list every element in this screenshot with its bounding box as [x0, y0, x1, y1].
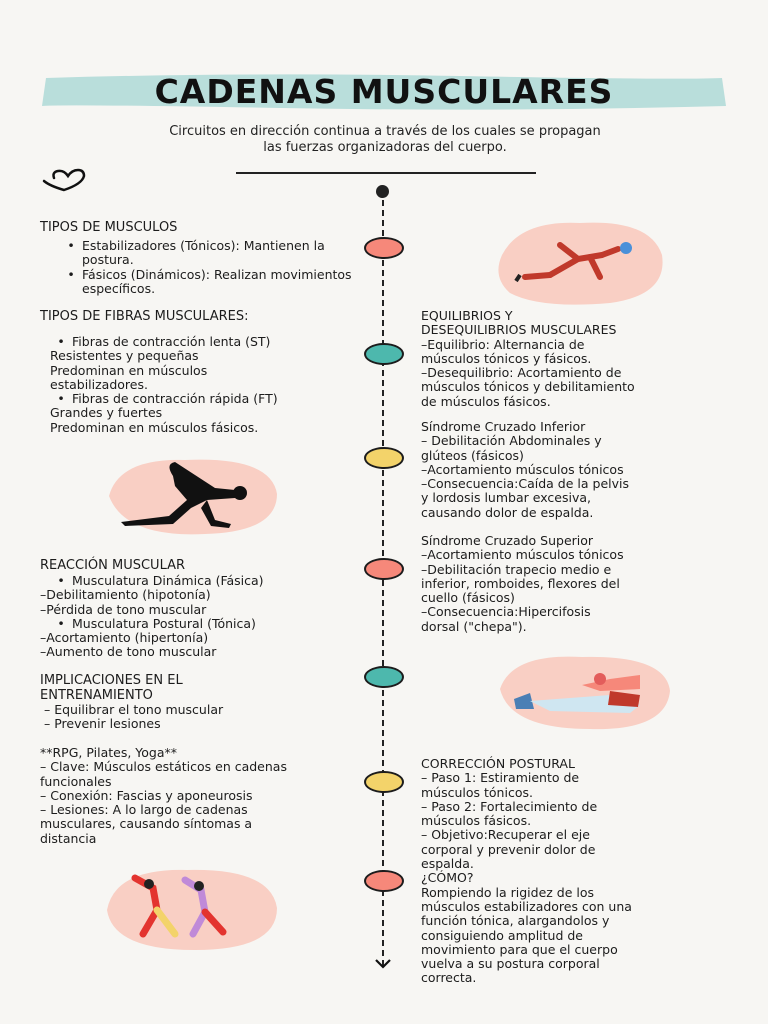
subtitle-underline: [236, 172, 536, 174]
text-line: función tónica, alargandolos y: [421, 913, 610, 929]
list-item: Musculatura Dinámica (Fásica): [40, 573, 370, 588]
correccion-postural-section: CORRECCIÓN POSTURAL – Paso 1: Estiramien…: [421, 756, 721, 986]
reaccion-body: Musculatura Dinámica (Fásica) –Debilitam…: [40, 573, 370, 660]
list-item: Fibras de contracción lenta (ST): [50, 334, 370, 349]
text-line: ¿CÓMO?: [421, 870, 474, 886]
text-line: – Conexión: Fascias y aponeurosis: [40, 787, 253, 803]
timeline-node: [364, 447, 404, 469]
text-line: de músculos fásicos.: [421, 393, 551, 409]
exercise-people-illustration: [107, 869, 277, 950]
text-line: movimiento para que el cuerpo: [421, 941, 618, 957]
runner-illustration: [498, 222, 663, 305]
text-line: vuelva a su postura corporal: [421, 956, 600, 972]
text-line: –Debilitamiento (hipotonía): [40, 587, 211, 603]
text-line: – Debilitación Abdominales y: [421, 433, 602, 449]
text-line: –Equilibrio: Alternancia de: [421, 336, 585, 352]
sindrome-superior-section: Síndrome Cruzado Superior –Acortamiento …: [421, 533, 711, 634]
section-heading-tipos-fibras: TIPOS DE FIBRAS MUSCULARES:: [40, 309, 249, 324]
heading-line: ENTRENAMIENTO: [40, 687, 153, 703]
text-line: dorsal ("chepa").: [421, 618, 527, 634]
equilibrios-section: EQUILIBRIOS Y DESEQUILIBRIOS MUSCULARES …: [421, 308, 711, 409]
text-line: correcta.: [421, 970, 477, 986]
text-line: músculos tónicos y fásicos.: [421, 350, 592, 366]
tipos-musculos-list: Estabilizadores (Tónicos): Mantienen la …: [60, 238, 360, 297]
list-item: Estabilizadores (Tónicos): Mantienen la …: [60, 238, 360, 268]
text-line: Resistentes y pequeñas: [50, 348, 199, 364]
text-line: distancia: [40, 830, 97, 846]
timeline-node: [364, 666, 404, 688]
text-line: –Aumento de tono muscular: [40, 644, 217, 660]
text-line: –Consecuencia:Hipercifosis: [421, 604, 591, 620]
text-line: músculos tónicos y debilitamiento: [421, 379, 635, 395]
text-line: –Acortamiento (hipertonía): [40, 630, 209, 646]
timeline-node: [364, 558, 404, 580]
list-item: Musculatura Postural (Tónica): [40, 616, 370, 631]
heading-line: IMPLICACIONES EN EL: [40, 673, 183, 688]
text-line: inferior, romboides, flexores del: [421, 575, 620, 591]
text-line: Grandes y fuertes: [50, 405, 163, 421]
text-line: corporal y prevenir dolor de: [421, 841, 596, 857]
heading-line: Síndrome Cruzado Superior: [421, 533, 594, 548]
text-line: –Pérdida de tono muscular: [40, 601, 207, 617]
list-item: Fásicos (Dinámicos): Realizan movimiento…: [60, 267, 360, 297]
yoga-pose-illustration: [109, 459, 277, 535]
text-line: glúteos (fásicos): [421, 447, 524, 463]
list-item: Fibras de contracción rápida (FT): [50, 392, 370, 406]
heading-line: DESEQUILIBRIOS MUSCULARES: [421, 322, 617, 338]
rpg-heading: **RPG, Pilates, Yoga**: [40, 745, 177, 760]
implicaciones-body: – Equilibrar el tono muscular – Prevenir…: [40, 702, 360, 732]
text-line: músculos estabilizadores con una: [421, 898, 632, 914]
heart-icon: [42, 168, 86, 192]
heading-line: EQUILIBRIOS Y: [421, 308, 513, 323]
text-line: – Paso 2: Fortalecimiento de: [421, 798, 598, 814]
text-line: musculares, causando síntomas a: [40, 816, 253, 832]
text-line: – Lesiones: A lo largo de cadenas: [40, 802, 248, 818]
title-highlight-band: [42, 74, 726, 110]
sindrome-inferior-section: Síndrome Cruzado Inferior – Debilitación…: [421, 419, 711, 520]
stretching-illustration: [500, 656, 670, 730]
text-line: –Consecuencia:Caída de la pelvis: [421, 476, 629, 492]
text-line: –Acortamiento músculos tónicos: [421, 547, 624, 563]
timeline-node: [364, 343, 404, 365]
text-line: – Clave: Músculos estáticos en cadenas: [40, 759, 287, 775]
text-line: espalda.: [421, 856, 474, 872]
page-title: CADENAS MUSCULARES: [154, 72, 614, 111]
heading-line: Síndrome Cruzado Inferior: [421, 419, 586, 434]
section-heading-implicaciones: IMPLICACIONES EN EL ENTRENAMIENTO: [40, 673, 183, 703]
text-line: consiguiendo amplitud de: [421, 927, 583, 943]
text-line: – Equilibrar el tono muscular: [40, 702, 224, 717]
timeline-start-dot: [376, 185, 389, 198]
text-line: músculos fásicos.: [421, 813, 532, 829]
timeline-arrow-icon: [375, 959, 391, 969]
rpg-section: **RPG, Pilates, Yoga** – Clave: Músculos…: [40, 745, 370, 846]
text-line: –Acortamiento músculos tónicos: [421, 461, 624, 477]
text-line: y lordosis lumbar excesiva,: [421, 490, 591, 506]
text-line: Predominan en músculos: [50, 362, 208, 378]
section-heading-reaccion: REACCIÓN MUSCULAR: [40, 558, 186, 573]
timeline-node: [364, 870, 404, 892]
text-line: cuello (fásicos): [421, 590, 515, 606]
text-line: –Debilitación trapecio medio e: [421, 561, 612, 577]
text-line: estabilizadores.: [50, 376, 148, 392]
text-line: Rompiendo la rigidez de los: [421, 884, 595, 900]
text-line: funcionales: [40, 773, 112, 789]
tipos-fibras-body: Fibras de contracción lenta (ST) Resiste…: [50, 334, 370, 435]
page-subtitle: Circuitos en dirección continua a través…: [169, 124, 601, 155]
text-line: causando dolor de espalda.: [421, 504, 594, 520]
text-line: – Objetivo:Recuperar el eje: [421, 827, 590, 843]
text-line: – Paso 1: Estiramiento de: [421, 770, 580, 786]
text-line: Predominan en músculos fásicos.: [50, 419, 259, 435]
section-heading-tipos-musculos: TIPOS DE MUSCULOS: [40, 220, 178, 235]
text-line: músculos tónicos.: [421, 784, 533, 800]
text-line: –Desequilibrio: Acortamiento de: [421, 365, 622, 381]
timeline-node: [364, 237, 404, 259]
timeline-node: [364, 771, 404, 793]
text-line: – Prevenir lesiones: [40, 716, 161, 732]
heading-line: CORRECCIÓN POSTURAL: [421, 756, 575, 771]
